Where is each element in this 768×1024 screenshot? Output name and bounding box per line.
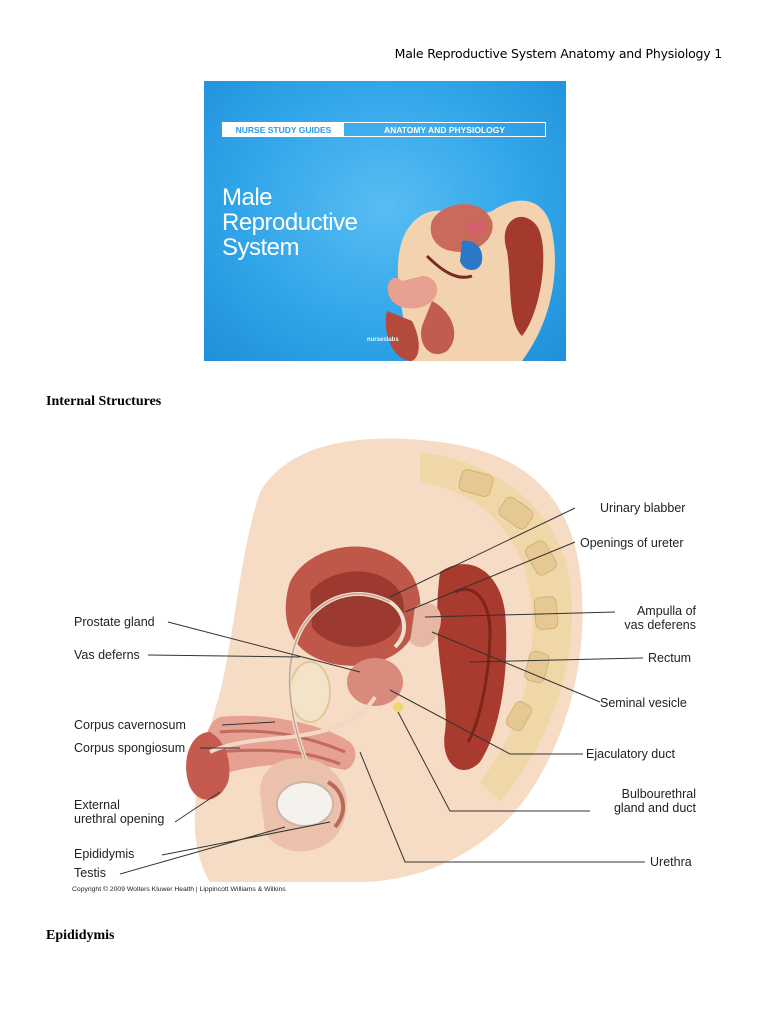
cover-title: Male Reproductive System (222, 185, 422, 260)
label-rectum: Rectum (648, 651, 692, 665)
cover-logo: nurseslabs (367, 337, 399, 343)
cover-title-line-1: Male (222, 184, 273, 211)
label-urethra: Urethra (650, 855, 692, 869)
label-external-line-2: urethral opening (74, 812, 165, 826)
cover-image: NURSE STUDY GUIDES ANATOMY AND PHYSIOLOG… (204, 81, 566, 361)
label-bulbourethral-gland: Bulbourethral gland and duct (590, 787, 696, 815)
label-testis: Testis (74, 866, 106, 880)
label-seminal-vesicle: Seminal vesicle (600, 696, 687, 710)
cover-tag-anatomy: ANATOMY AND PHYSIOLOGY (383, 124, 506, 135)
label-prostate-gland: Prostate gland (74, 615, 155, 629)
section-heading-internal-structures: Internal Structures (46, 394, 162, 409)
label-bulbourethral-line-2: gland and duct (613, 801, 696, 815)
label-ejaculatory-duct: Ejaculatory duct (586, 747, 675, 761)
label-bulbourethral-line-1: Bulbourethral (621, 787, 696, 801)
cover-banner: NURSE STUDY GUIDES ANATOMY AND PHYSIOLOG… (222, 122, 546, 137)
cover-anatomy-illustration (385, 200, 555, 361)
label-corpus-spongiosum: Corpus spongiosum (74, 741, 186, 755)
label-epididymis: Epididymis (74, 847, 135, 861)
label-corpus-cavernosum: Corpus cavernosum (74, 718, 186, 732)
label-vas-deferens: Vas deferns (74, 648, 140, 662)
anatomy-diagram: Urinary blabber Openings of ureter Prost… (60, 432, 720, 902)
label-external-line-1: External (74, 798, 120, 812)
figure-copyright: Copyright © 2009 Wolters Kluwer Health |… (72, 886, 286, 893)
cover-title-line-2: Reproductive (222, 209, 358, 236)
anatomy-illustration (119, 438, 645, 882)
cover-title-line-3: System (222, 234, 300, 261)
label-ampulla-of-vas-deferens: Ampulla of vas deferens (590, 604, 696, 632)
label-urinary-bladder: Urinary blabber (600, 501, 686, 515)
label-ampulla-line-2: vas deferens (624, 618, 696, 632)
label-ampulla-line-1: Ampulla of (636, 604, 696, 618)
cover-tag-nurse-study-guides: NURSE STUDY GUIDES (223, 123, 344, 136)
label-openings-of-ureter: Openings of ureter (580, 536, 684, 550)
section-heading-epididymis: Epididymis (46, 928, 115, 943)
running-header: Male Reproductive System Anatomy and Phy… (394, 46, 723, 61)
label-external-urethral-opening: External urethral opening (74, 798, 164, 826)
